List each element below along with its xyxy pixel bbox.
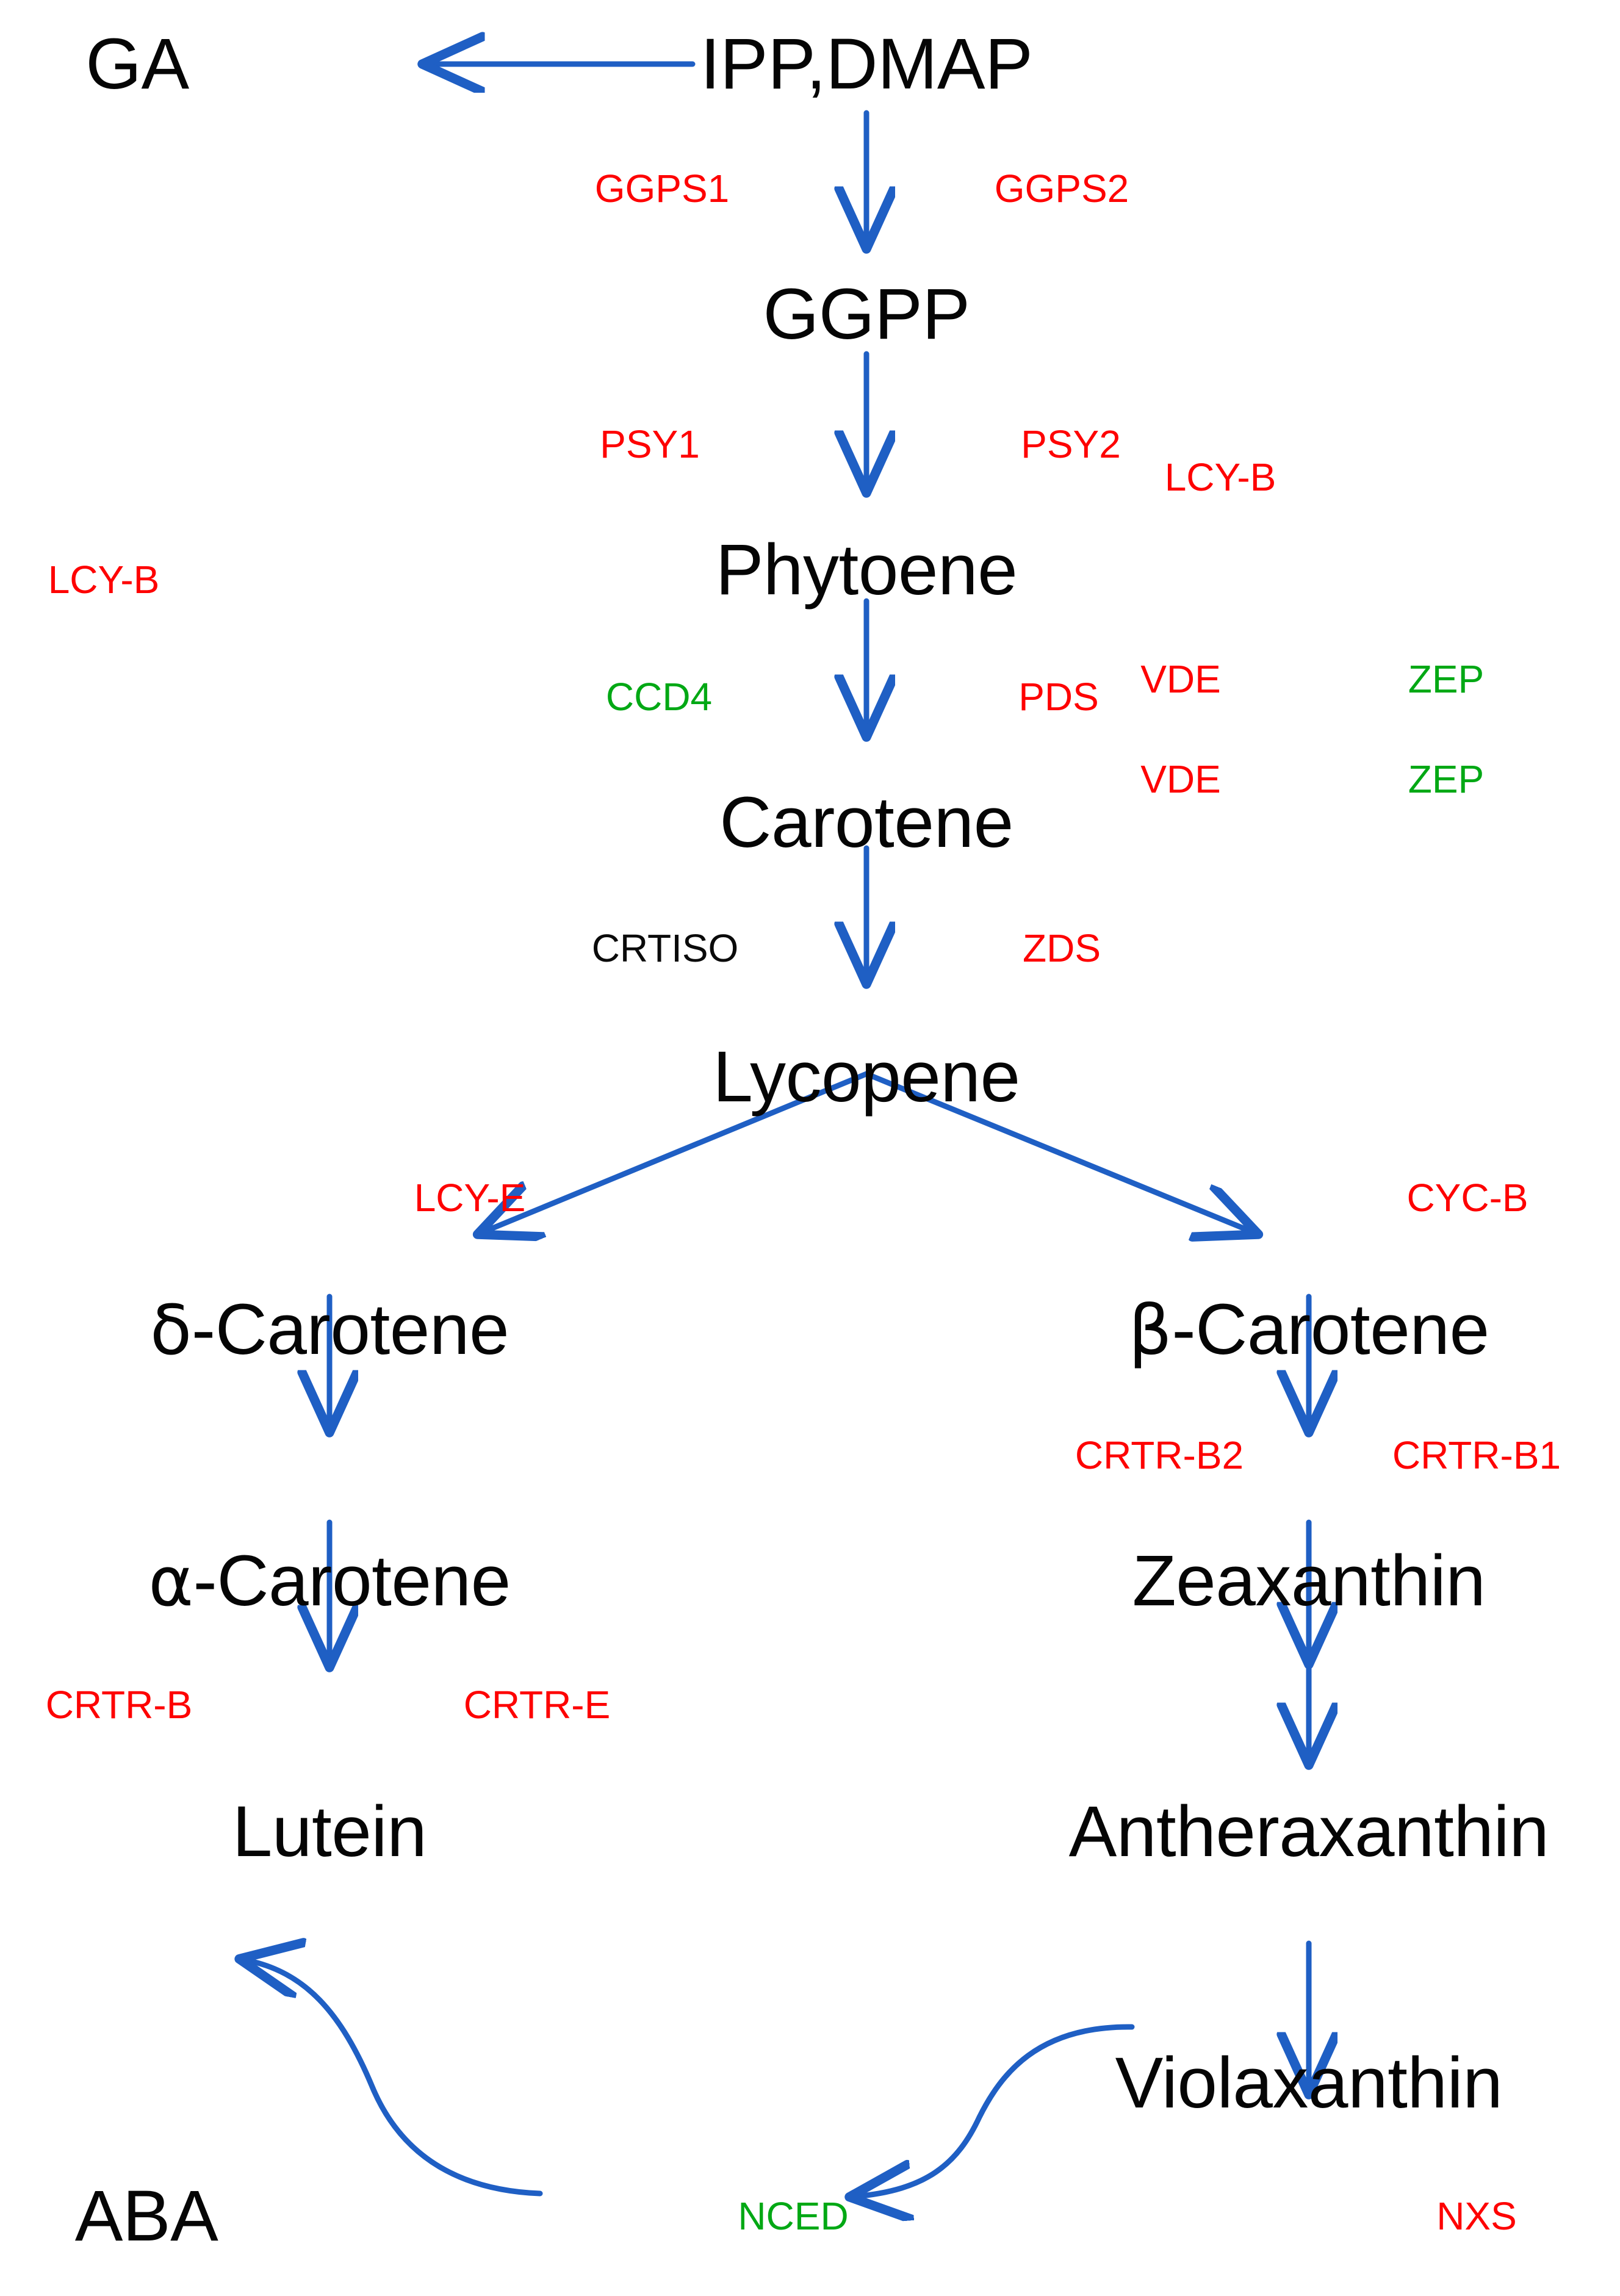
- enzyme-crtr-b2: CRTR-B2: [1075, 1433, 1244, 1477]
- enzyme-zds: ZDS: [1023, 926, 1101, 970]
- enzyme-vde-lower: VDE: [1140, 757, 1221, 801]
- node-alpha-carotene: α-Carotene: [148, 1545, 511, 1617]
- enzyme-psy1: PSY1: [600, 422, 700, 466]
- node-antheraxanthin: Antheraxanthin: [1068, 1791, 1549, 1873]
- enzyme-lcy-e: LCY-E: [414, 1176, 526, 1220]
- node-ga: GA: [85, 24, 189, 105]
- node-alpha-carotene-text: -Carotene: [193, 1540, 511, 1621]
- node-delta-carotene: δ-Carotene: [150, 1294, 509, 1366]
- enzyme-crtiso: CRTISO: [591, 926, 739, 970]
- enzyme-crtr-b: CRTR-B: [45, 1682, 193, 1727]
- enzyme-crtr-b1: CRTR-B1: [1392, 1433, 1561, 1477]
- enzyme-nced: NCED: [738, 2194, 849, 2239]
- enzyme-zep-lower: ZEP: [1408, 757, 1485, 801]
- node-lutein: Lutein: [232, 1791, 427, 1873]
- node-delta-carotene-text: -Carotene: [191, 1289, 509, 1370]
- arrow-xanthoxin-to-aba: [244, 1960, 543, 2197]
- node-aba: ABA: [74, 2176, 218, 2257]
- enzyme-ccd4: CCD4: [605, 675, 713, 719]
- node-phytoene: Phytoene: [715, 529, 1018, 610]
- enzyme-ggps2: GGPS2: [994, 166, 1129, 211]
- enzyme-crtr-e: CRTR-E: [463, 1682, 611, 1727]
- arrow-violaxanthin-to-xanthoxin: [854, 2024, 1135, 2197]
- enzyme-ggps1: GGPS1: [594, 166, 730, 211]
- delta-glyph: δ: [149, 1290, 192, 1370]
- node-zeaxanthin: Zeaxanthin: [1132, 1540, 1486, 1621]
- node-beta-carotene-text: -Carotene: [1172, 1289, 1489, 1370]
- enzyme-zep-upper: ZEP: [1408, 657, 1485, 701]
- beta-glyph: β: [1128, 1290, 1172, 1370]
- enzyme-psy2: PSY2: [1021, 422, 1121, 466]
- arrow-lycopene-to-delta-carotene: [482, 1071, 869, 1233]
- node-beta-carotene: β-Carotene: [1128, 1294, 1489, 1366]
- enzyme-pds: PDS: [1018, 675, 1099, 719]
- enzyme-lcy-b-left: LCY-B: [48, 558, 160, 602]
- alpha-glyph: α: [148, 1542, 193, 1622]
- node-ggpp: GGPP: [763, 273, 970, 354]
- arrow-lycopene-to-beta-carotene: [863, 1071, 1254, 1233]
- node-ipp-dmap: IPP,DMAP: [700, 24, 1033, 105]
- node-carotene: Carotene: [719, 782, 1013, 863]
- enzyme-lcy-b-right: LCY-B: [1164, 455, 1276, 499]
- enzyme-vde-upper: VDE: [1140, 657, 1221, 701]
- node-violaxanthin: Violaxanthin: [1115, 2043, 1503, 2123]
- enzyme-nxs: NXS: [1436, 2194, 1517, 2239]
- node-lycopene: Lycopene: [713, 1036, 1020, 1117]
- enzyme-cyc-b: CYC-B: [1406, 1176, 1528, 1220]
